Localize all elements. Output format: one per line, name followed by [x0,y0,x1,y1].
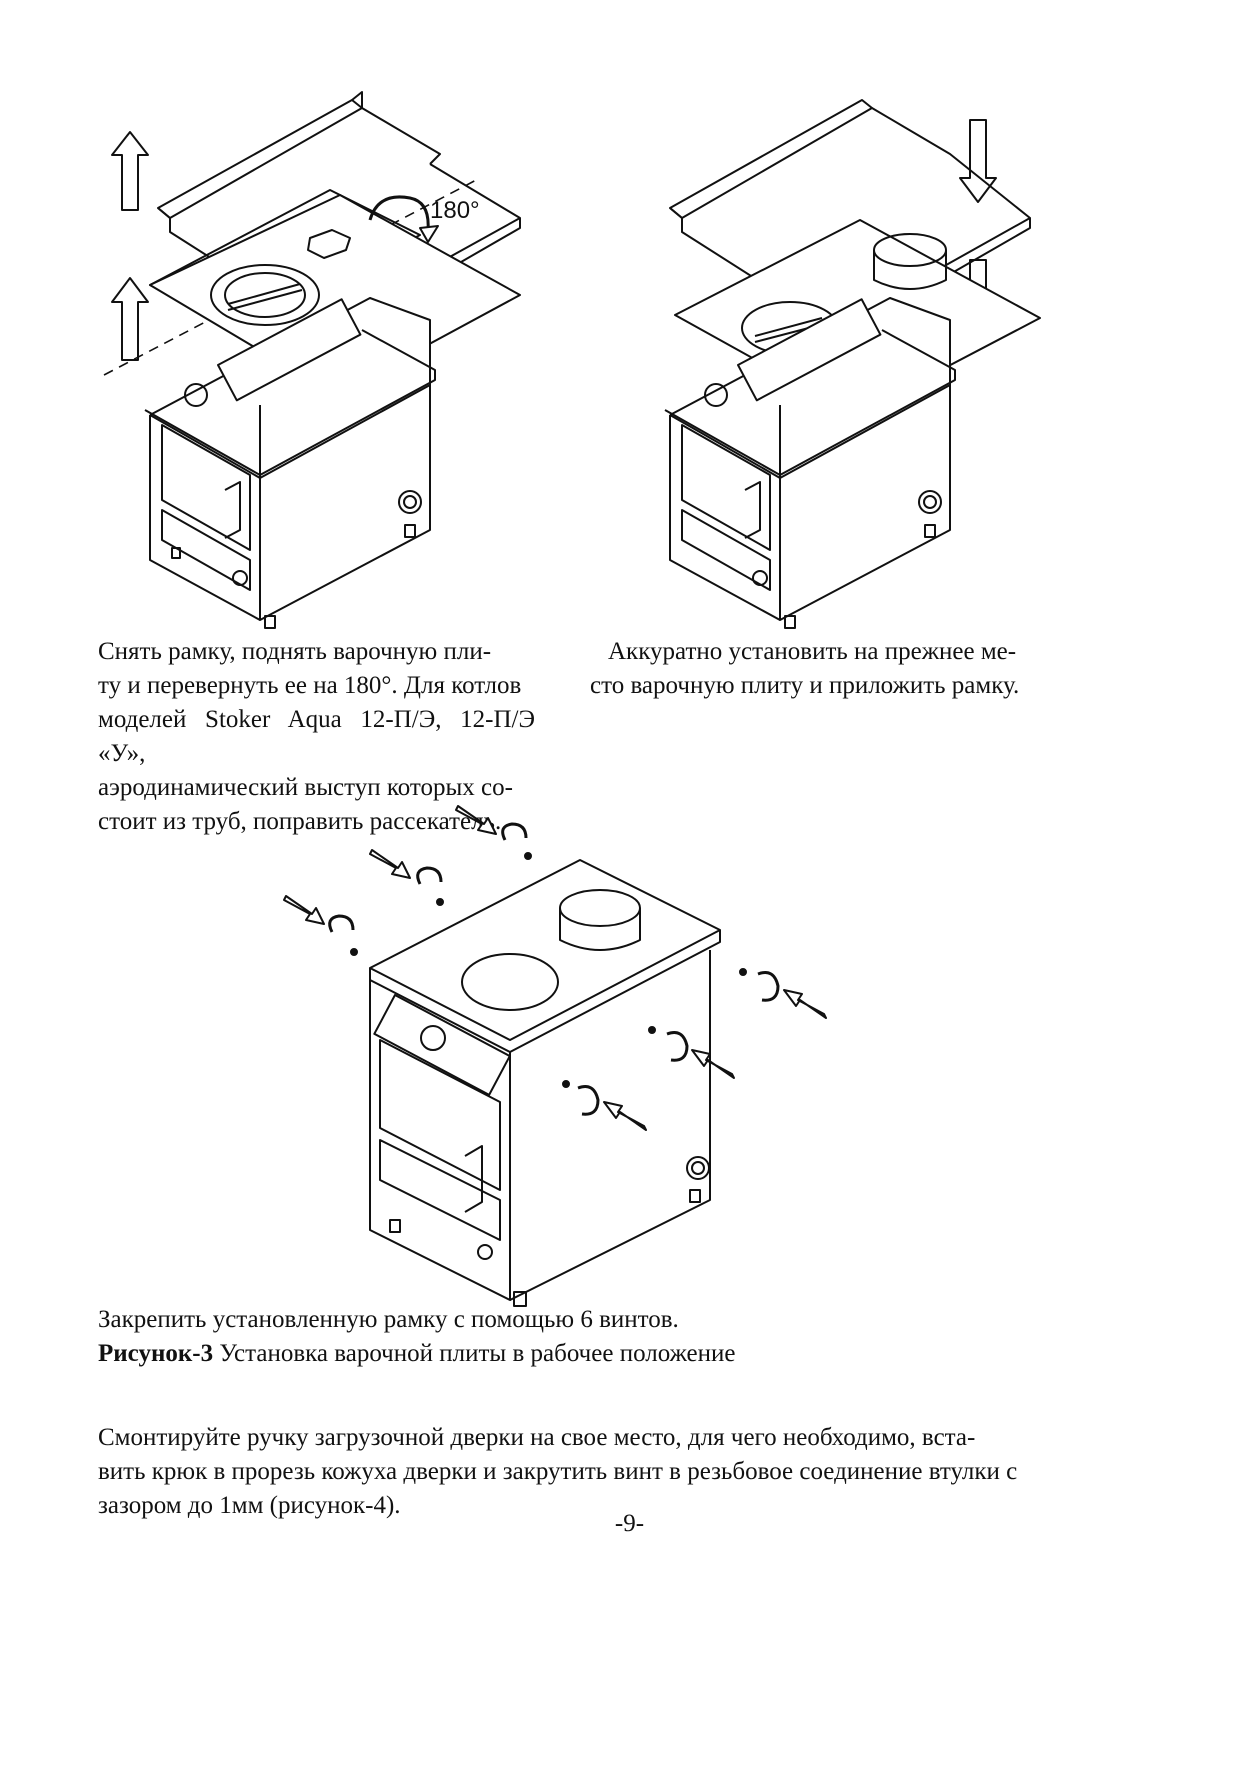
screw-arrow-icon [562,1080,647,1131]
body-line: зазором до 1мм (рисунок-4). [98,1492,401,1519]
screw-arrow-icon [283,895,358,956]
figure-fix-frame-screws [283,805,827,1307]
caption-left-line: Снять рамку, поднять варочную пли- [98,638,492,665]
caption-left-line: ту и перевернуть ее на 180°. Для котлов [98,672,522,699]
figure-title: Установка варочной плиты в рабочее полож… [213,1340,736,1367]
body-line: Смонтируйте ручку загрузочной дверки на … [98,1424,976,1451]
caption-bottom-line: Закрепить установленную рамку с помощью … [98,1306,679,1333]
page-number: -9- [614,1510,645,1537]
rotation-label: 180° [430,197,480,224]
up-arrow-icon [111,131,149,211]
boiler-body [144,297,436,629]
caption-right-line: сто варочную плиту и приложить рамку. [590,672,1020,699]
down-arrow-icon [959,119,997,203]
figure-remove-frame-flip-plate: 180° [103,91,521,629]
figure-install-plate-frame [664,99,1041,629]
figure-label: Рисунок-3 [98,1340,214,1367]
caption-bottom: Закрепить установленную рамку с помощью … [98,1303,998,1371]
screw-arrow-icon [455,805,532,860]
boiler-assembled [369,859,721,1307]
caption-left-line: аэродинамический выступ которых со- [98,774,513,801]
body-paragraph: Смонтируйте ручку загрузочной дверки на … [98,1421,1035,1523]
caption-left-line: моделей Stoker Aqua 12-П/Э, 12-П/Э «У», [98,706,535,767]
screw-arrow-icon [739,968,827,1019]
caption-left-line: стоит из труб, поправить рассекатель. [98,808,502,835]
screw-arrow-icon [648,1026,735,1079]
rotate-arrow-icon [368,195,439,243]
screw-arrow-icon [369,849,444,906]
caption-left: Снять рамку, поднять варочную пли- ту и … [98,635,535,839]
boiler-body [664,297,956,629]
caption-right: Аккуратно установить на прежнее ме- сто … [590,635,1048,703]
body-line: вить крюк в прорезь кожуха дверки и закр… [98,1458,1018,1485]
up-arrow-icon [111,277,149,361]
caption-right-line: Аккуратно установить на прежнее ме- [608,638,1017,665]
figure-caption: Рисунок-3 Установка варочной плиты в раб… [98,1337,998,1371]
